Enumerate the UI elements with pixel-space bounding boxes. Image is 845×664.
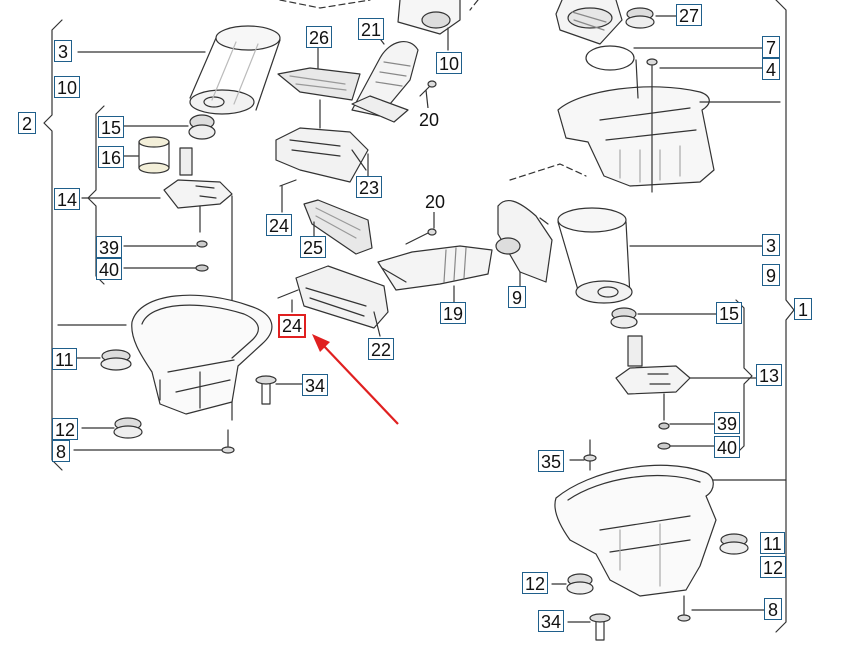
callout-39-left: 39 — [96, 236, 123, 258]
right-grommet-11 — [719, 533, 749, 555]
callout-12-left: 12 — [52, 418, 79, 440]
callout-20-lower: 20 — [422, 190, 449, 212]
callout-14: 14 — [54, 188, 81, 210]
callout-12-right: 12 — [760, 556, 787, 578]
callout-39-right: 39 — [714, 412, 741, 434]
callout-9-right: 9 — [762, 264, 780, 286]
left-grommet — [188, 114, 216, 140]
callout-27: 27 — [676, 4, 703, 26]
callout-24-upper: 24 — [266, 214, 293, 236]
upper-duct-23 — [275, 127, 369, 183]
lower-duct-25 — [303, 199, 373, 255]
callout-4: 4 — [762, 58, 780, 80]
bracket-group-13 — [735, 299, 753, 455]
left-filter-element — [189, 25, 281, 115]
callout-1: 1 — [794, 298, 812, 320]
right-lower-housing — [554, 464, 717, 597]
right-grommet-12 — [566, 573, 594, 595]
callout-2: 2 — [18, 112, 36, 134]
right-intake — [555, 0, 623, 45]
upper-intake-10 — [397, 0, 461, 35]
callout-11-left: 11 — [52, 348, 77, 370]
left-lower-housing — [131, 294, 273, 415]
left-grommet-12 — [113, 417, 143, 439]
callout-10-center: 10 — [436, 52, 463, 74]
upper-duct-26 — [277, 67, 361, 101]
callout-19: 19 — [440, 302, 467, 324]
callout-15-right: 15 — [716, 302, 743, 324]
left-stud — [255, 375, 303, 405]
callout-21: 21 — [358, 18, 385, 40]
callout-40-left: 40 — [96, 258, 123, 280]
upper-hose-21 — [351, 41, 419, 123]
callout-10-left: 10 — [54, 76, 81, 98]
callout-35: 35 — [538, 450, 565, 472]
right-stud — [589, 613, 611, 641]
seal-ring — [585, 45, 635, 71]
callout-8-left: 8 — [52, 440, 70, 462]
right-valve-assembly — [615, 335, 691, 421]
right-upper-housing — [557, 86, 781, 187]
callout-11-right: 11 — [760, 532, 785, 554]
callout-26: 26 — [306, 26, 333, 48]
callout-34-left: 34 — [302, 374, 329, 396]
lower-duct-22 — [295, 265, 389, 337]
callout-16: 16 — [98, 146, 125, 168]
flange-9 — [495, 199, 553, 283]
callout-8-right: 8 — [764, 598, 782, 620]
left-foam-filter — [138, 136, 170, 174]
callout-3-left: 3 — [54, 40, 72, 62]
callout-7: 7 — [762, 36, 780, 58]
callout-24-highlighted: 24 — [278, 314, 307, 338]
callout-15-left: 15 — [98, 116, 125, 138]
callout-40-right: 40 — [714, 436, 741, 458]
right-filter-element — [557, 207, 633, 304]
callout-25: 25 — [300, 236, 327, 258]
right-grommet — [610, 307, 638, 329]
callout-13: 13 — [756, 364, 783, 386]
callout-3-right: 3 — [762, 234, 780, 256]
callout-9-center: 9 — [508, 286, 526, 308]
lower-hose-19 — [377, 245, 493, 291]
callout-22: 22 — [368, 338, 395, 360]
left-grommet-11 — [100, 349, 132, 371]
callout-34-right: 34 — [538, 610, 565, 632]
highlight-arrow — [312, 334, 399, 425]
callout-23: 23 — [356, 176, 383, 198]
callout-20-upper: 20 — [416, 108, 443, 130]
right-top-grommet — [625, 7, 655, 29]
callout-12-lower-right: 12 — [522, 572, 549, 594]
